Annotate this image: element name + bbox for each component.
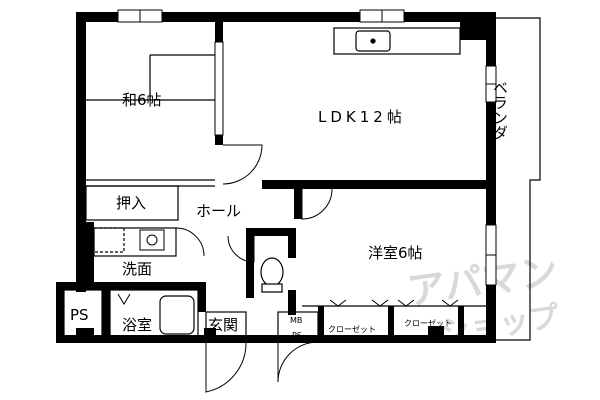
label-senmen: 洗面 (122, 260, 152, 278)
toilet (260, 257, 284, 293)
room-labels: 和6帖 LDK12帖 洋室6帖 押入 ホール 洗面 浴室 玄関 PS MB PS… (70, 80, 509, 340)
label-washitsu: 和6帖 (122, 91, 162, 109)
label-closet-2: クローゼット (404, 318, 452, 328)
label-ps: PS (70, 306, 89, 324)
label-yoshitsu: 洋室6帖 (368, 244, 423, 262)
label-closet-1: クローゼット (328, 324, 376, 334)
doors (117, 144, 459, 393)
label-mb: MB (290, 316, 302, 325)
label-mb-ps: PS (292, 331, 302, 340)
label-oshiire: 押入 (116, 194, 146, 212)
windows (117, 9, 497, 286)
label-ldk: LDK12帖 (318, 108, 406, 126)
sink (139, 229, 165, 251)
label-genkan: 玄関 (208, 316, 238, 334)
kitchen-counter (333, 27, 461, 55)
label-veranda: ベランダ (491, 80, 509, 140)
label-yokushitsu: 浴室 (122, 316, 152, 334)
label-hall: ホール (196, 202, 241, 220)
partitions (63, 17, 541, 343)
